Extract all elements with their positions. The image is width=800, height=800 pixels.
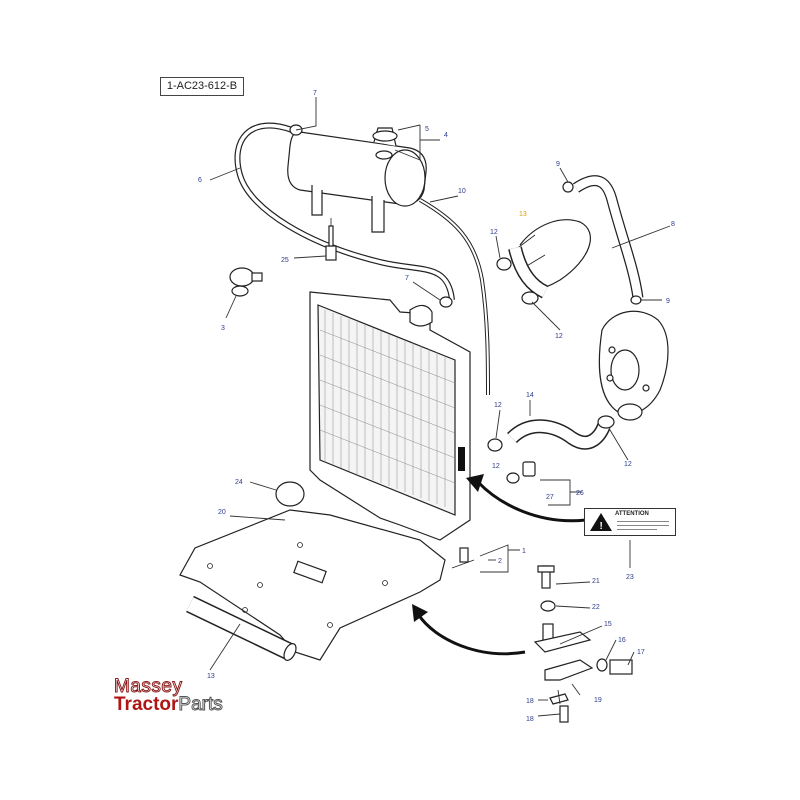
pipe-13: [186, 595, 297, 661]
radiator: [309, 291, 471, 541]
cap-24: [275, 481, 305, 507]
leader-lines: [209, 97, 671, 717]
callout-9-bottom: 9: [666, 298, 670, 305]
callout-21: 21: [592, 578, 600, 585]
hose-11: [508, 219, 591, 299]
hose-6-inner: [235, 123, 454, 301]
callout-4: 4: [444, 132, 448, 139]
callout-27: 27: [546, 494, 554, 501]
bracket-assembly: [533, 565, 633, 723]
callout-13: 13: [207, 673, 215, 680]
callout-2: 2: [498, 558, 502, 565]
warning-icon: !: [590, 513, 612, 532]
drain-plug: [506, 461, 536, 484]
callout-7-mid: 7: [405, 275, 409, 282]
callout-19: 19: [594, 697, 602, 704]
logo-word-tractor: Tractor: [114, 694, 179, 715]
callout-7-top: 7: [313, 90, 317, 97]
arrow-to-decal: [476, 480, 587, 523]
callout-18: 18: [526, 716, 534, 723]
callout-1: 1: [522, 548, 526, 555]
sensor-25: [325, 218, 337, 261]
callout-26: 26: [576, 490, 584, 497]
callout-16-right: 16: [618, 637, 626, 644]
diagram-reference-code: 1-AC23-612-B: [160, 77, 244, 96]
radiator-core: [319, 310, 456, 507]
guard-plate: [179, 509, 446, 661]
callout-10: 10: [458, 188, 466, 195]
callout-25: 25: [281, 257, 289, 264]
water-pump: [598, 310, 669, 421]
callout-15: 15: [604, 621, 612, 628]
fitting-2: [451, 547, 475, 569]
attention-decal-position: [458, 447, 465, 471]
callout-6: 6: [198, 177, 202, 184]
callout-12-d: 12: [492, 463, 500, 470]
callout-22: 22: [592, 604, 600, 611]
hose-clamps: [289, 124, 642, 452]
logo-line-1: Massey: [113, 676, 183, 698]
callout-3: 3: [221, 325, 225, 332]
logo-line-2: TractorParts: [114, 694, 223, 716]
callout-16-bottom: 18: [526, 698, 534, 705]
attention-decal: ! ATTENTION: [584, 508, 676, 536]
callout-12-e: 12: [624, 461, 632, 468]
callout-9-top: 9: [556, 161, 560, 168]
brand-logo: Massey TractorParts: [113, 676, 274, 724]
callout-11-highlighted: 13: [519, 211, 527, 218]
svg-text:!: !: [600, 521, 603, 532]
attention-label: ATTENTION: [615, 511, 649, 517]
logo-word-parts: Parts: [178, 694, 223, 716]
callout-5: 5: [425, 126, 429, 133]
callout-23: 23: [626, 574, 634, 581]
callout-24: 24: [235, 479, 243, 486]
callout-20: 20: [218, 509, 226, 516]
callout-14: 14: [526, 392, 534, 399]
callout-8: 8: [671, 221, 675, 228]
callout-12-a: 12: [490, 229, 498, 236]
callout-12-b: 12: [555, 333, 563, 340]
callout-labels: 7 5 4 6 10 9 12 8 12 9 25 7 3 12 14 12 1…: [198, 90, 675, 723]
expansion-tank: [287, 127, 427, 233]
callout-12-c: 12: [494, 402, 502, 409]
clamp-3: [229, 267, 263, 297]
callout-17: 17: [637, 649, 645, 656]
arrow-to-guard: [416, 613, 526, 656]
